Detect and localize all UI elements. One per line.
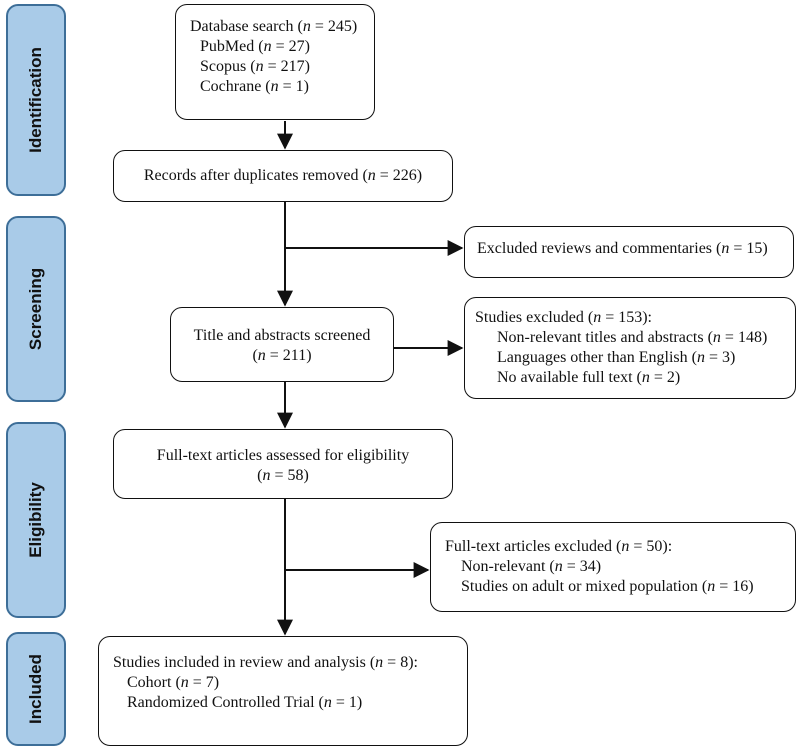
box-text-line2: (n = 58) [257,467,309,484]
studies-excluded-box: Studies excluded (n = 153): Non-relevant… [464,297,796,399]
box-text-line1: Title and abstracts screened [193,327,371,344]
box-text-line2: (n = 211) [252,347,312,364]
box-text: Records after duplicates removed (n = 22… [143,167,423,184]
source-pubmed: PubMed (n = 27) [200,38,310,55]
phase-eligibility: Eligibility [6,422,66,618]
exclusion-reason: No available full text (n = 2) [497,369,681,386]
source-scopus: Scopus (n = 217) [200,58,310,75]
exclusion-reason: Non-relevant titles and abstracts (n = 1… [497,329,768,346]
box-title: Studies excluded (n = 153): [475,309,652,326]
title-abstract-screened-box: Title and abstracts screened (n = 211) [170,307,394,382]
fulltext-assessed-box: Full-text articles assessed for eligibil… [113,429,453,499]
database-search-box: Database search (n = 245) PubMed (n = 27… [175,4,375,120]
phase-included: Included [6,632,66,746]
box-text: Excluded reviews and commentaries (n = 1… [477,240,768,257]
fulltext-excluded-box: Full-text articles excluded (n = 50): No… [430,522,796,612]
exclusion-reason: Non-relevant (n = 34) [461,558,602,575]
box-title: Studies included in review and analysis … [113,654,418,671]
duplicates-removed-box: Records after duplicates removed (n = 22… [113,150,453,202]
study-type-rct: Randomized Controlled Trial (n = 1) [127,694,363,711]
phase-identification: Identification [6,4,66,196]
included-studies-box: Studies included in review and analysis … [98,636,468,746]
exclusion-reason: Studies on adult or mixed population (n … [461,578,754,595]
box-title: Database search (n = 245) [190,18,358,35]
study-type-cohort: Cohort (n = 7) [127,674,220,691]
exclusion-reason: Languages other than English (n = 3) [497,349,736,366]
phase-screening: Screening [6,216,66,402]
excluded-reviews-box: Excluded reviews and commentaries (n = 1… [464,226,794,278]
source-cochrane: Cochrane (n = 1) [200,78,309,95]
box-text-line1: Full-text articles assessed for eligibil… [156,447,410,464]
box-title: Full-text articles excluded (n = 50): [445,538,673,555]
